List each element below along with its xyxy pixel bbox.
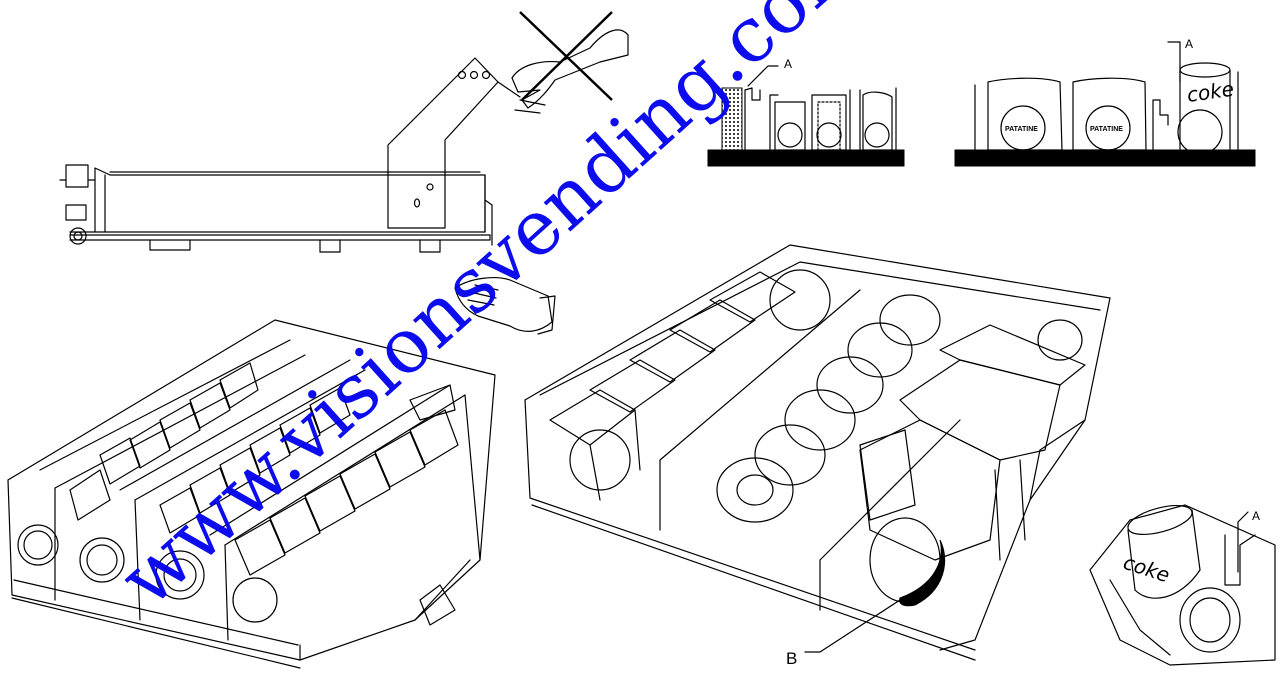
can-label: coke — [1185, 77, 1235, 107]
cross-section-bags-can: PATATINE PATATINE coke A — [954, 37, 1256, 167]
watermark-text: www.visionsvending.com — [102, 0, 880, 623]
callout-a-label: A — [1185, 37, 1193, 51]
cross-section-small-items: A — [707, 57, 905, 167]
tray-side-view — [59, 57, 521, 253]
can-label: coke — [1120, 550, 1172, 587]
bag-label: PATATINE — [1090, 126, 1123, 133]
callout-b-label: B — [786, 649, 797, 668]
tray-mixed-items: B — [524, 244, 1111, 668]
hand-crossed-icon — [511, 11, 629, 114]
can-spring-detail: coke A — [1089, 504, 1276, 666]
callout-a-label: A — [784, 57, 792, 71]
hand-open-icon — [454, 277, 556, 335]
bag-label: PATATINE — [1005, 126, 1038, 133]
tray-small-items — [7, 319, 496, 669]
callout-a-label: A — [1252, 509, 1260, 523]
